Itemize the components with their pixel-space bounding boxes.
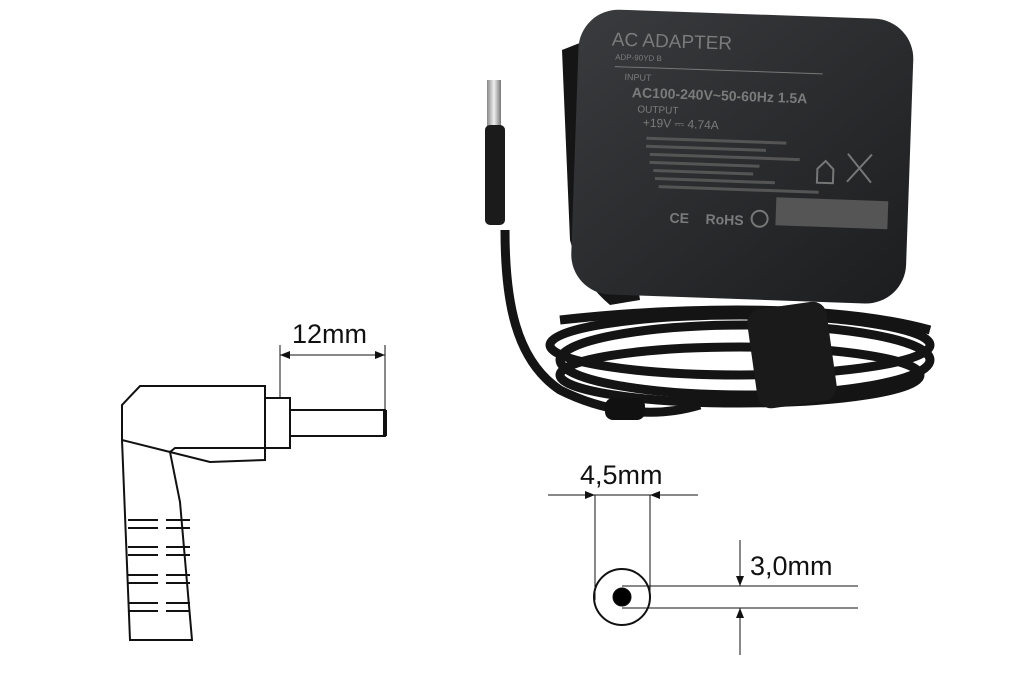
cable-coil — [500, 229, 935, 417]
inner-diameter-label: 3,0mm — [750, 551, 833, 581]
plug-collar — [264, 397, 291, 449]
adapter-photo: AC ADAPTER ADP-90YD B INPUT AC100-240V~5… — [485, 9, 935, 420]
label-output: +19V ⎓ 4.74A — [643, 116, 719, 133]
label-model: ADP-90YD B — [615, 53, 662, 64]
indoor-use-icon — [815, 159, 835, 185]
label-input-caption: INPUT — [624, 72, 652, 83]
connector-side-drawing — [121, 345, 387, 641]
connector-end-drawing — [548, 491, 858, 655]
connector-body — [121, 385, 266, 641]
serial-sticker — [775, 197, 889, 230]
rohs-mark: RoHS — [705, 211, 744, 228]
plug-tip — [487, 80, 501, 130]
inner-pin-hole — [612, 587, 632, 607]
fine-print — [646, 136, 819, 194]
recycle-icon — [750, 209, 769, 228]
plug-handle — [485, 125, 505, 225]
weee-bin-icon — [846, 153, 873, 184]
ferrite-bead — [605, 398, 645, 420]
label-output-caption: OUTPUT — [637, 104, 678, 116]
velcro-strap — [747, 301, 837, 409]
strain-relief-ribs — [128, 519, 190, 612]
plug-length-label: 12mm — [292, 319, 367, 349]
ce-mark: CE — [669, 210, 689, 227]
outer-diameter-label: 4,5mm — [580, 460, 663, 490]
label-input: AC100-240V~50-60Hz 1.5A — [632, 84, 808, 106]
plug-pin — [289, 409, 386, 437]
label-title: AC ADAPTER — [611, 29, 732, 54]
